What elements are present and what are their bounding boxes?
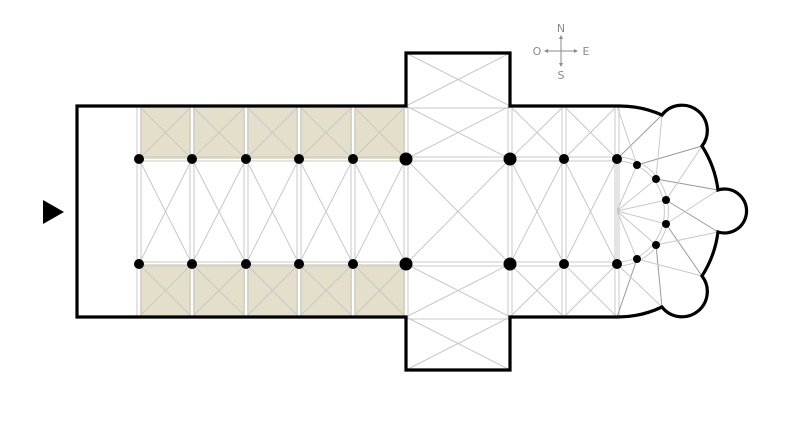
church-outline [75, 51, 749, 372]
vault-rib [352, 158, 407, 265]
vault-rib [138, 263, 193, 318]
vault-rib [191, 158, 247, 265]
vault-rib [405, 263, 511, 318]
choir-rib [616, 178, 657, 212]
vault-rib [245, 158, 300, 265]
apse-rib [665, 223, 703, 277]
ambulatory-pier [652, 175, 660, 183]
vault-rib [298, 105, 354, 160]
ambulatory-arc [616, 156, 669, 267]
vault-rib [563, 263, 618, 318]
apse-rib [636, 258, 703, 277]
vault-rib [509, 263, 565, 318]
pier [399, 257, 413, 271]
compass-rose [544, 35, 578, 67]
apse-rib [636, 145, 703, 166]
pier [503, 152, 517, 166]
vault-rib [138, 105, 193, 160]
pier [559, 154, 569, 164]
vault-rib [405, 316, 511, 371]
outer-walls [75, 51, 749, 372]
pier [348, 259, 358, 269]
pier [612, 259, 622, 269]
vault-rib [563, 158, 618, 265]
ambulatory-pier [633, 255, 641, 263]
apse-rib [665, 145, 703, 201]
pier [187, 154, 197, 164]
compass-east-label: E [583, 45, 590, 58]
pier [612, 154, 622, 164]
apse-rib [665, 199, 719, 233]
apse-rib [665, 189, 719, 225]
pier [294, 259, 304, 269]
pier [503, 257, 517, 271]
vault-rib [405, 52, 511, 107]
vault-rib [563, 105, 618, 160]
pier [348, 154, 358, 164]
vault-rib [352, 263, 407, 318]
vault-rib [245, 263, 300, 318]
vault-rib [298, 263, 354, 318]
vault-rib [245, 105, 300, 160]
ambulatory-pier [633, 161, 641, 169]
pier [559, 259, 569, 269]
pier [399, 152, 413, 166]
choir-rib [616, 210, 657, 246]
vault-rib [191, 105, 247, 160]
vault-rib [352, 105, 407, 160]
pier [134, 259, 144, 269]
pier [241, 154, 251, 164]
vault-rib [191, 263, 247, 318]
entrance-arrow-icon [43, 200, 64, 224]
vault-rib [405, 158, 511, 265]
vault-rib [298, 158, 354, 265]
choir-rib [616, 210, 667, 225]
piers [134, 152, 670, 271]
compass-south-label: S [558, 69, 565, 82]
choir-rib [616, 199, 667, 212]
apse-rib [655, 114, 663, 180]
apse-rib [655, 244, 663, 308]
apse-rib [616, 258, 638, 318]
apse-rib [616, 105, 638, 166]
apse-rib [655, 178, 719, 191]
choir-rib [616, 164, 638, 212]
pier [134, 154, 144, 164]
pier [241, 259, 251, 269]
apse-rib [616, 114, 663, 160]
pier [187, 259, 197, 269]
ambulatory-pier [662, 196, 670, 204]
vault-lines [136, 52, 719, 371]
ambulatory-pier [662, 220, 670, 228]
choir-rib [616, 210, 638, 260]
vault-rib [405, 105, 511, 160]
vault-rib [138, 158, 193, 265]
apse-rib [655, 231, 719, 246]
pier [294, 154, 304, 164]
compass-west-label: O [533, 45, 542, 58]
apse-rib [616, 263, 663, 308]
vault-rib [509, 105, 565, 160]
vault-rib [509, 158, 565, 265]
ambulatory-pier [652, 241, 660, 249]
compass-north-label: N [557, 22, 565, 35]
